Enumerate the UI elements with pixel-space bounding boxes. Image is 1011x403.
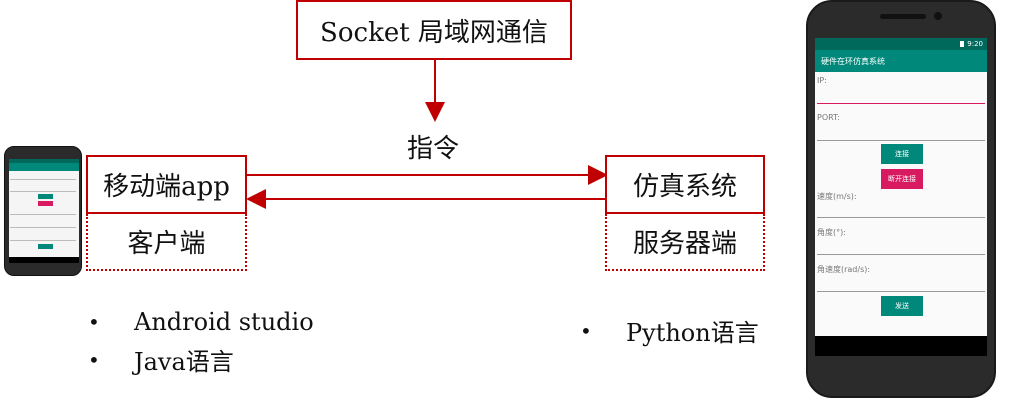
speed-label: 速度(m/s): xyxy=(817,192,857,201)
small-app-bar xyxy=(9,163,79,171)
angle-input[interactable] xyxy=(817,254,985,255)
bullet-dot: • xyxy=(88,310,100,334)
angular-speed-label: 角速度(rad/s): xyxy=(817,265,871,274)
mobile-app-label: 移动端app xyxy=(103,172,230,202)
bullet-python: • Python语言 xyxy=(580,313,759,348)
app-title: 硬件在环仿真系统 xyxy=(821,56,885,66)
phone-mockup: 9:20 硬件在环仿真系统 IP: PORT: 连接 断开连接 速度(m/s):… xyxy=(806,0,996,398)
socket-lan-label: Socket 局域网通信 xyxy=(320,17,548,48)
simulation-system-box: 仿真系统 xyxy=(605,155,765,214)
client-label: 客户端 xyxy=(127,229,206,259)
small-field-line xyxy=(10,191,76,192)
speaker-grille xyxy=(880,14,926,19)
bullet-text: Java语言 xyxy=(134,348,234,376)
disconnect-button-label: 断开连接 xyxy=(888,175,916,183)
mobile-app-box: 移动端app xyxy=(86,155,247,214)
small-status-bar xyxy=(9,159,79,163)
battery-icon xyxy=(960,41,965,47)
port-input[interactable] xyxy=(817,140,985,141)
server-box: 服务器端 xyxy=(605,214,765,271)
command-label: 指令 xyxy=(407,134,460,164)
small-field-line xyxy=(10,240,76,241)
bullet-text: Android studio xyxy=(134,308,314,336)
status-bar: 9:20 xyxy=(815,38,987,50)
client-box: 客户端 xyxy=(86,214,247,271)
connect-button[interactable]: 连接 xyxy=(881,144,923,164)
app-bar: 硬件在环仿真系统 xyxy=(815,50,987,72)
camera-icon xyxy=(934,12,942,20)
small-nav-bar xyxy=(9,257,79,263)
bullet-android-studio: • Android studio xyxy=(88,308,314,336)
socket-lan-box: Socket 局域网通信 xyxy=(296,0,572,60)
simulation-system-label: 仿真系统 xyxy=(632,172,737,202)
server-label: 服务器端 xyxy=(632,229,737,259)
small-send-button xyxy=(38,244,53,249)
navigation-bar xyxy=(815,336,987,356)
ip-input[interactable] xyxy=(817,103,985,104)
small-field-line xyxy=(10,227,76,228)
small-connect-button xyxy=(38,194,53,199)
send-button-label: 发送 xyxy=(895,302,909,310)
angle-label: 角度(°): xyxy=(817,228,846,237)
speed-input[interactable] xyxy=(817,217,985,218)
disconnect-button[interactable]: 断开连接 xyxy=(881,169,923,189)
ip-label: IP: xyxy=(817,76,827,85)
phone-screen: 9:20 硬件在环仿真系统 IP: PORT: 连接 断开连接 速度(m/s):… xyxy=(815,38,987,356)
bullet-dot: • xyxy=(580,318,592,343)
small-phone-mockup xyxy=(4,146,82,276)
small-disconnect-button xyxy=(38,201,53,206)
bullet-text: Python语言 xyxy=(626,319,759,347)
small-field-line xyxy=(10,179,76,180)
status-time: 9:20 xyxy=(967,40,983,48)
small-phone-screen xyxy=(9,159,79,263)
small-field-line xyxy=(10,214,76,215)
bullet-dot: • xyxy=(88,347,100,372)
connect-button-label: 连接 xyxy=(895,150,909,158)
send-button[interactable]: 发送 xyxy=(881,296,923,316)
bullet-java: • Java语言 xyxy=(88,342,234,377)
angular-speed-input[interactable] xyxy=(817,291,985,292)
port-label: PORT: xyxy=(817,113,840,122)
